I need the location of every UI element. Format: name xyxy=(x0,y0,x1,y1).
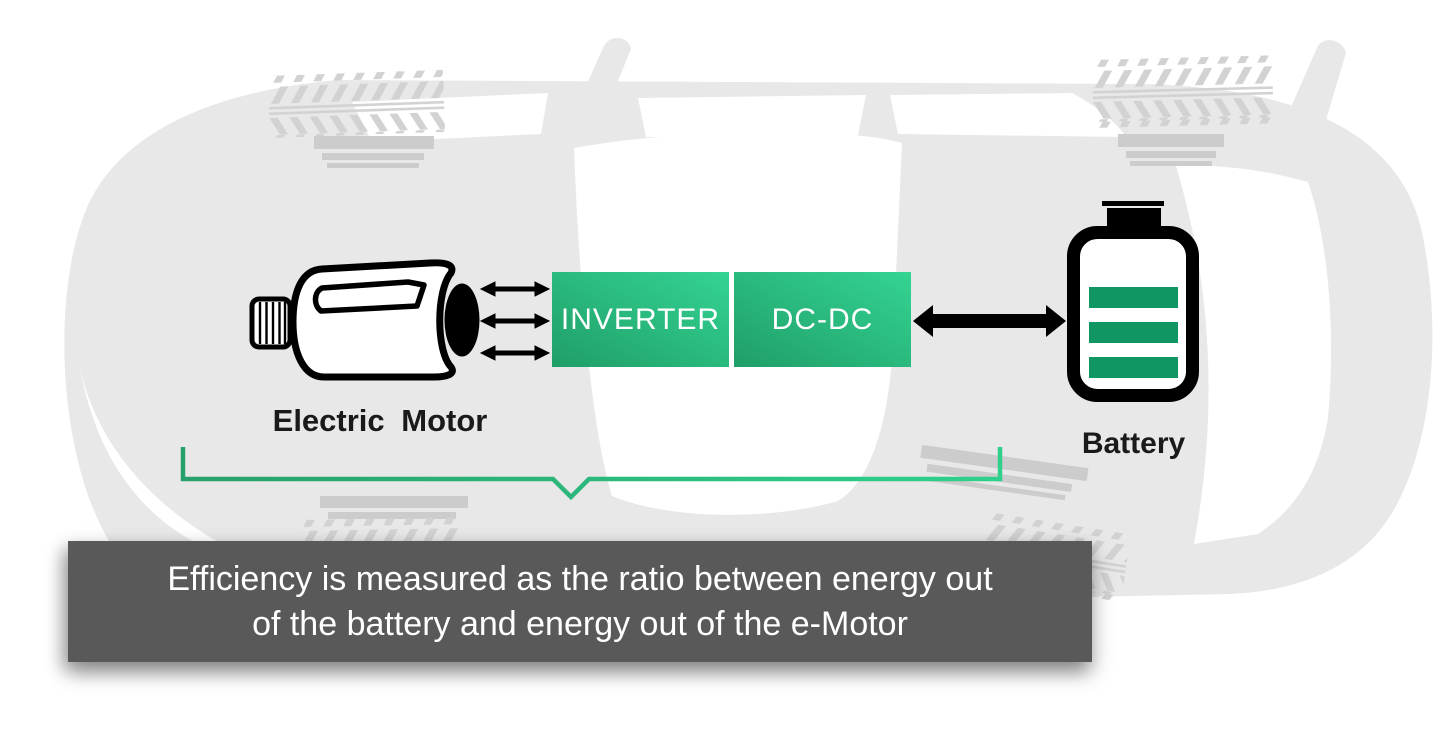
motor-inverter-arrows-icon xyxy=(479,281,551,361)
efficiency-span-bracket xyxy=(180,447,1003,501)
caption-line-1: Efficiency is measured as the ratio betw… xyxy=(167,559,993,598)
inverter-box: INVERTER xyxy=(552,272,729,367)
tire-tread-front-right xyxy=(1092,55,1274,128)
tire-tread-front-left xyxy=(268,69,446,138)
caption-line-2: of the battery and energy out of the e-M… xyxy=(252,604,908,643)
inverter-label: INVERTER xyxy=(560,302,721,336)
axle-bars xyxy=(314,134,1224,519)
electric-motor-icon xyxy=(249,259,480,381)
battery-charge-bars xyxy=(1089,287,1178,378)
electric-motor-label: Electric Motor xyxy=(272,403,488,438)
caption-box: Efficiency is measured as the ratio betw… xyxy=(68,541,1092,662)
dcdc-label: DC-DC xyxy=(771,302,874,336)
car-mirror-icon xyxy=(586,38,631,88)
battery-icon xyxy=(1067,201,1199,402)
dcdc-battery-arrow-icon xyxy=(913,305,1066,337)
car-pillar xyxy=(1280,40,1346,141)
battery-label: Battery xyxy=(1081,427,1186,460)
dcdc-box: DC-DC xyxy=(734,272,911,367)
